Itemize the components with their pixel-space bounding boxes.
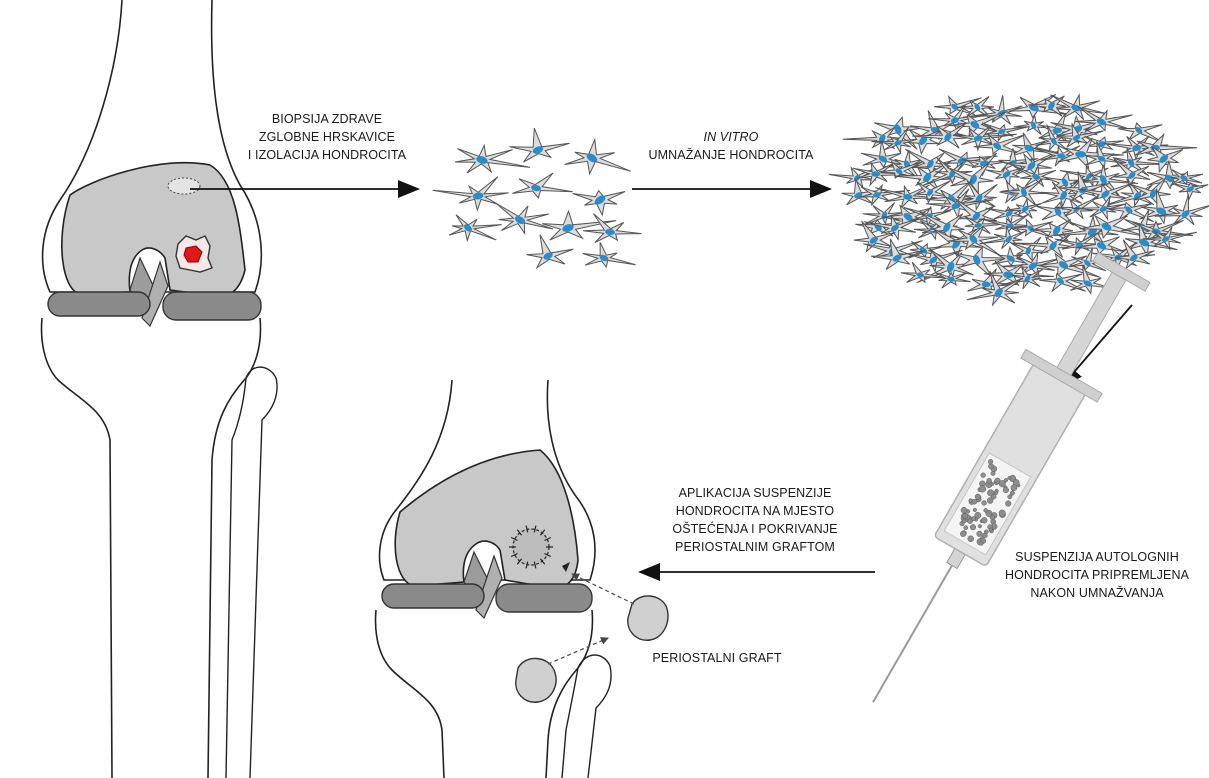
label-biopsy-line3: I IZOLACIJA HONDROCITA (236, 146, 418, 164)
meniscus-treated-medial (382, 584, 484, 608)
label-in-vitro-italic: IN VITRO (620, 128, 842, 146)
fibula-treated (562, 655, 611, 778)
periosteal-graft-piece-1 (628, 596, 668, 640)
label-periosteal-graft: PERIOSTALNI GRAFT (632, 649, 802, 667)
chondrocytes-isolated (433, 128, 642, 268)
label-application-line2: HONDROCITA NA MJESTO (640, 502, 870, 520)
chondrocyte-cell (455, 145, 530, 173)
chondrocyte-cell (1031, 220, 1073, 243)
chondrocyte-cell (496, 204, 553, 234)
label-biopsy: BIOPSIJA ZDRAVE ZGLOBNE HRSKAVICE I IZOL… (236, 110, 418, 164)
chondrocyte-cell (512, 173, 572, 198)
label-application-line4: PERIOSTALNIM GRAFTOM (640, 538, 870, 556)
syringe (835, 245, 1162, 724)
chondrocyte-cell (449, 215, 502, 241)
chondrocyte-cell (510, 128, 570, 162)
chondrocyte-cell (583, 242, 636, 267)
label-biopsy-line1: BIOPSIJA ZDRAVE (236, 110, 418, 128)
label-in-vitro: IN VITRO UMNAŽANJE HONDROCITA (620, 128, 842, 164)
label-suspension: SUSPENZIJA AUTOLOGNIH HONDROCITA PRIPREM… (986, 548, 1208, 602)
periosteal-graft-piece-2 (516, 658, 556, 702)
meniscus-left-lateral (163, 292, 261, 320)
label-biopsy-line2: ZGLOBNE HRSKAVICE (236, 128, 418, 146)
fibula-left (226, 367, 277, 778)
label-suspension-line1: SUSPENZIJA AUTOLOGNIH (986, 548, 1208, 566)
label-application: APLIKACIJA SUSPENZIJE HONDROCITA NA MJES… (640, 484, 870, 556)
label-suspension-line3: NAKON UMNAŽVANJA (986, 584, 1208, 602)
chondrocyte-cell (583, 214, 641, 243)
label-application-line3: OŠTEĆENJA I POKRIVANJE (640, 520, 870, 538)
graft-arrow-2 (548, 638, 608, 664)
sutured-graft-patch (513, 529, 549, 565)
label-periosteal-graft-text: PERIOSTALNI GRAFT (632, 649, 802, 667)
meniscus-left-medial (48, 292, 150, 316)
tibia-outline-treated (376, 610, 593, 778)
chondrocyte-cell (433, 177, 509, 210)
biopsy-site (168, 178, 200, 194)
label-in-vitro-text: UMNAŽANJE HONDROCITA (620, 146, 842, 164)
label-suspension-line2: HONDROCITA PRIPREMLJENA (986, 566, 1208, 584)
chondrocytes-expanded (829, 94, 1209, 305)
meniscus-treated-lateral (496, 584, 592, 612)
cell-nucleus (982, 282, 991, 288)
label-application-line1: APLIKACIJA SUSPENZIJE (640, 484, 870, 502)
knee-treated (376, 380, 612, 778)
